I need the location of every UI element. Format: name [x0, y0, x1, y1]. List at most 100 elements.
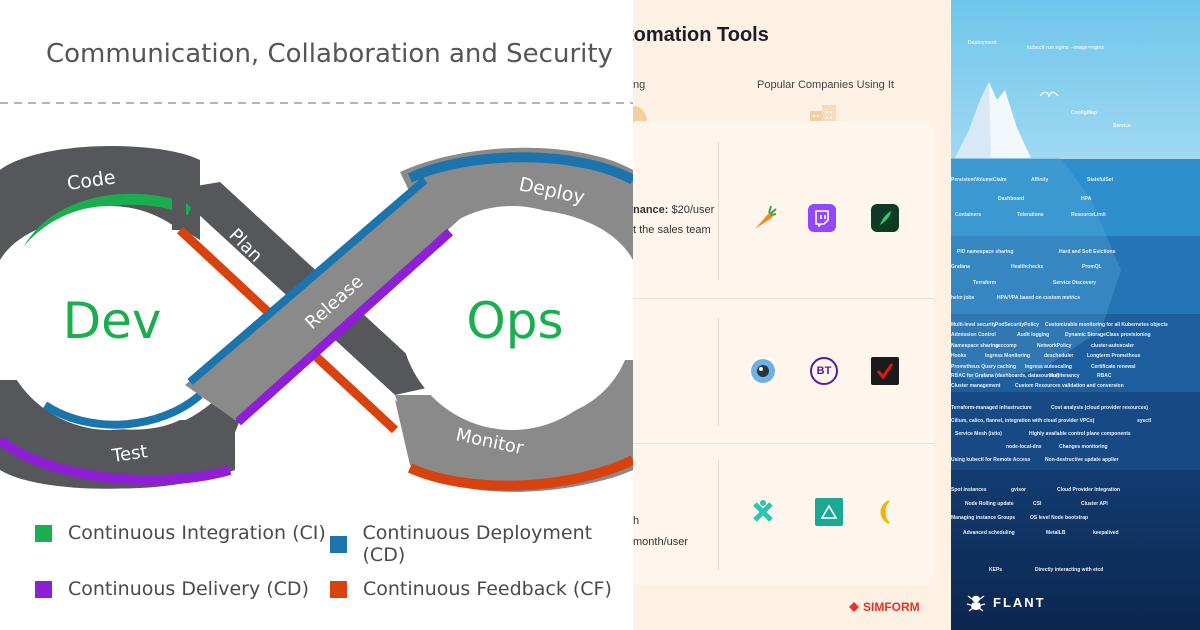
legend-item-cd-deployment: Continuous Deployment (CD) — [330, 522, 633, 566]
k8s-term: PodSecurityPolicy — [995, 322, 1039, 328]
panel-title: tomation Tools — [633, 24, 769, 46]
k8s-term: Ingress Monitoring — [985, 353, 1030, 359]
legend-label: Continuous Deployment (CD) — [362, 522, 593, 566]
seagull-icon — [1039, 91, 1059, 98]
flant-brand: FLANT — [965, 592, 1046, 612]
k8s-term: Advanced scheduling — [963, 530, 1015, 536]
triangle-logo — [815, 498, 843, 526]
waterline — [951, 158, 1200, 159]
k8s-term: Longterm Prometheus — [1087, 353, 1141, 359]
dev-label: Dev — [63, 292, 162, 350]
k8s-term: Dashboard — [998, 196, 1025, 202]
stage-test: Test — [110, 441, 149, 467]
column-header-companies: Popular Companies Using It — [757, 79, 894, 91]
teal-logo — [749, 498, 777, 526]
k8s-term: Managing instance Groups — [951, 515, 1016, 521]
layer-band-4 — [951, 392, 1200, 470]
k8s-term: Certificate renewal — [1091, 364, 1136, 370]
k8s-term: Deployment — [968, 40, 997, 46]
ops-label: Ops — [466, 292, 563, 350]
k8s-term: Terraform-managed infrastructure — [951, 405, 1032, 411]
k8s-term: Cilium, calico, flannel, integration wit… — [951, 418, 1095, 424]
row-divider — [633, 443, 934, 444]
k8s-term: Non-destructive update applier — [1045, 457, 1119, 463]
k8s-term: Dynamic StorageClass provisioning — [1065, 332, 1151, 338]
k8s-term: OS level Node bootstrap — [1030, 515, 1089, 521]
twitch-logo — [808, 204, 836, 232]
k8s-term: Containers — [955, 212, 982, 218]
k8s-term: PersistentVolumeClaim — [951, 177, 1007, 183]
k8s-term: Custom Resources validation and conversi… — [1015, 383, 1124, 389]
verizon-logo — [871, 357, 899, 385]
k8s-term: keepalived — [1093, 530, 1119, 536]
k8s-term: Cost analysis (cloud provider resources) — [1051, 405, 1148, 411]
k8s-term: MetalLB — [1046, 530, 1066, 536]
devops-infinity-diagram: Code Plan Release Deploy Test Monitor De… — [0, 39, 633, 492]
k8s-term: PromQL — [1082, 264, 1102, 270]
dev-loop — [0, 146, 240, 489]
carrot-logo — [749, 203, 777, 231]
k8s-term: HPA/VPA based on custom metrics — [997, 295, 1080, 301]
bt-logo: BT — [810, 357, 838, 385]
k8s-term: Service Discovery — [1053, 280, 1097, 286]
simform-wordmark: SIMFORM — [863, 600, 920, 614]
k8s-term: cluster-autoscaler — [1091, 343, 1135, 349]
row1-pricing-rest: $20/user — [668, 204, 715, 216]
k8s-term: Healthchecks — [1011, 264, 1044, 270]
layer-band-2 — [951, 236, 1200, 314]
k8s-term: Service — [1113, 123, 1131, 129]
k8s-term: Multitenancy — [1049, 373, 1080, 379]
k8s-term: Using kubectl for Remote Access — [951, 457, 1031, 463]
k8s-term: Customizable monitoring for all Kubernet… — [1045, 322, 1168, 328]
row1-second-line: t the sales team — [633, 224, 711, 236]
k8s-term: Service Mesh (istio) — [955, 431, 1002, 437]
k8s-term: Multi-level security — [951, 322, 997, 328]
layer-band-1 — [951, 158, 1200, 236]
row1-pricing-bold: nance: — [633, 204, 669, 216]
legend-label: Continuous Integration (CI) — [68, 522, 326, 544]
k8s-term: RBAC for Grafana (dashboards, datasource… — [951, 373, 1060, 379]
layer-band-3 — [951, 314, 1200, 392]
feather-logo — [871, 204, 899, 232]
automation-tools-panel: tomation Tools ng Popular Companies Usin… — [633, 0, 951, 630]
moon-logo — [871, 498, 899, 526]
legend-item-cd-delivery: Continuous Delivery (CD) — [35, 578, 309, 600]
k8s-term: ConfigMap — [1071, 110, 1097, 116]
k8s-term: Tolerations — [1017, 212, 1044, 218]
k8s-term: Cluster management — [951, 383, 1001, 389]
k8s-term: Hooks — [951, 353, 967, 359]
k8s-term: ResourceLimit — [1071, 212, 1106, 218]
legend-label: Continuous Feedback (CF) — [363, 578, 612, 600]
eye-logo — [749, 357, 777, 385]
kubernetes-iceberg-panel: Deployment kubectl run nginx --image=ngi… — [951, 0, 1200, 630]
k8s-term: StatefulSet — [1087, 177, 1114, 183]
k8s-term: sysctl — [1137, 418, 1152, 424]
k8s-term: helm jobs — [951, 295, 975, 301]
k8s-term: Audit logging — [1017, 332, 1050, 338]
k8s-term: CSI — [1033, 501, 1042, 507]
k8s-term: Prometheus Query caching — [951, 364, 1017, 370]
k8s-term: Highly available control plane component… — [1029, 431, 1131, 437]
column-divider — [718, 318, 719, 426]
k8s-term: node-local-dns — [1006, 444, 1042, 450]
k8s-term: Grafana — [951, 264, 970, 270]
legend-item-ci: Continuous Integration (CI) — [35, 522, 326, 544]
iceberg — [951, 82, 1121, 380]
k8s-term: Cluster API — [1081, 501, 1108, 507]
k8s-term: Namespace sharing — [951, 343, 999, 349]
legend-swatch — [330, 535, 347, 553]
flant-wordmark: FLANT — [993, 594, 1046, 610]
k8s-term: Changes monitoring — [1059, 444, 1108, 450]
legend-label: Continuous Delivery (CD) — [68, 578, 309, 600]
row3-second-line: month/user — [633, 536, 689, 548]
layer-band-5 — [951, 470, 1200, 630]
k8s-term: HPA — [1081, 196, 1092, 202]
ops-loop — [395, 147, 633, 492]
k8s-term: RBAC — [1097, 373, 1112, 379]
k8s-term: Spot instances — [951, 487, 987, 493]
row-divider — [633, 298, 934, 299]
row3-first-line: h — [633, 515, 640, 527]
column-divider — [718, 142, 719, 280]
diagram-title: Communication, Collaboration and Securit… — [46, 39, 613, 69]
k8s-term: Terraform — [973, 280, 997, 286]
